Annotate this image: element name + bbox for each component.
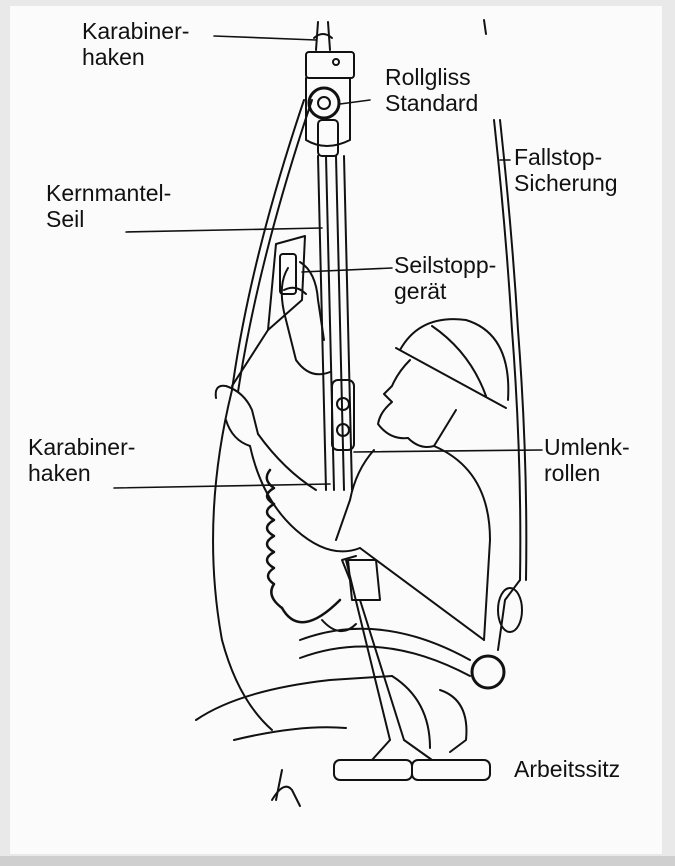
leader-umlenk	[354, 450, 542, 452]
leader-rollgliss	[340, 100, 370, 104]
label-seilstoppgeraet: Seilstopp- gerät	[394, 252, 496, 304]
lower-hand	[216, 386, 316, 490]
label-arbeitssitz: Arbeitssitz	[514, 756, 620, 782]
label-fallstop-sicherung: Fallstop- Sicherung	[514, 144, 618, 196]
leader-karabiner-top	[214, 36, 316, 40]
feet	[272, 770, 300, 806]
harness	[300, 556, 470, 740]
label-rollgliss-standard: Rollgliss Standard	[385, 64, 478, 116]
legs	[196, 676, 466, 752]
coiled-lanyard	[267, 470, 340, 622]
torso	[250, 446, 490, 640]
side-rope	[213, 100, 312, 730]
helmet	[396, 319, 508, 408]
main-ropes	[318, 156, 352, 490]
label-karabinerhaken-top: Karabiner- haken	[82, 18, 189, 70]
label-umlenkrollen: Umlenk- rollen	[544, 434, 630, 486]
top-carabiner	[314, 22, 332, 50]
label-kernmantel-seil: Kernmantel- Seil	[46, 180, 171, 232]
fallstop-line	[472, 20, 526, 688]
work-seat	[334, 740, 490, 780]
label-karabinerhaken-mid: Karabiner- haken	[28, 434, 135, 486]
leader-karabiner-mid	[114, 484, 330, 488]
rollgliss-device	[306, 52, 354, 156]
head	[378, 360, 456, 447]
